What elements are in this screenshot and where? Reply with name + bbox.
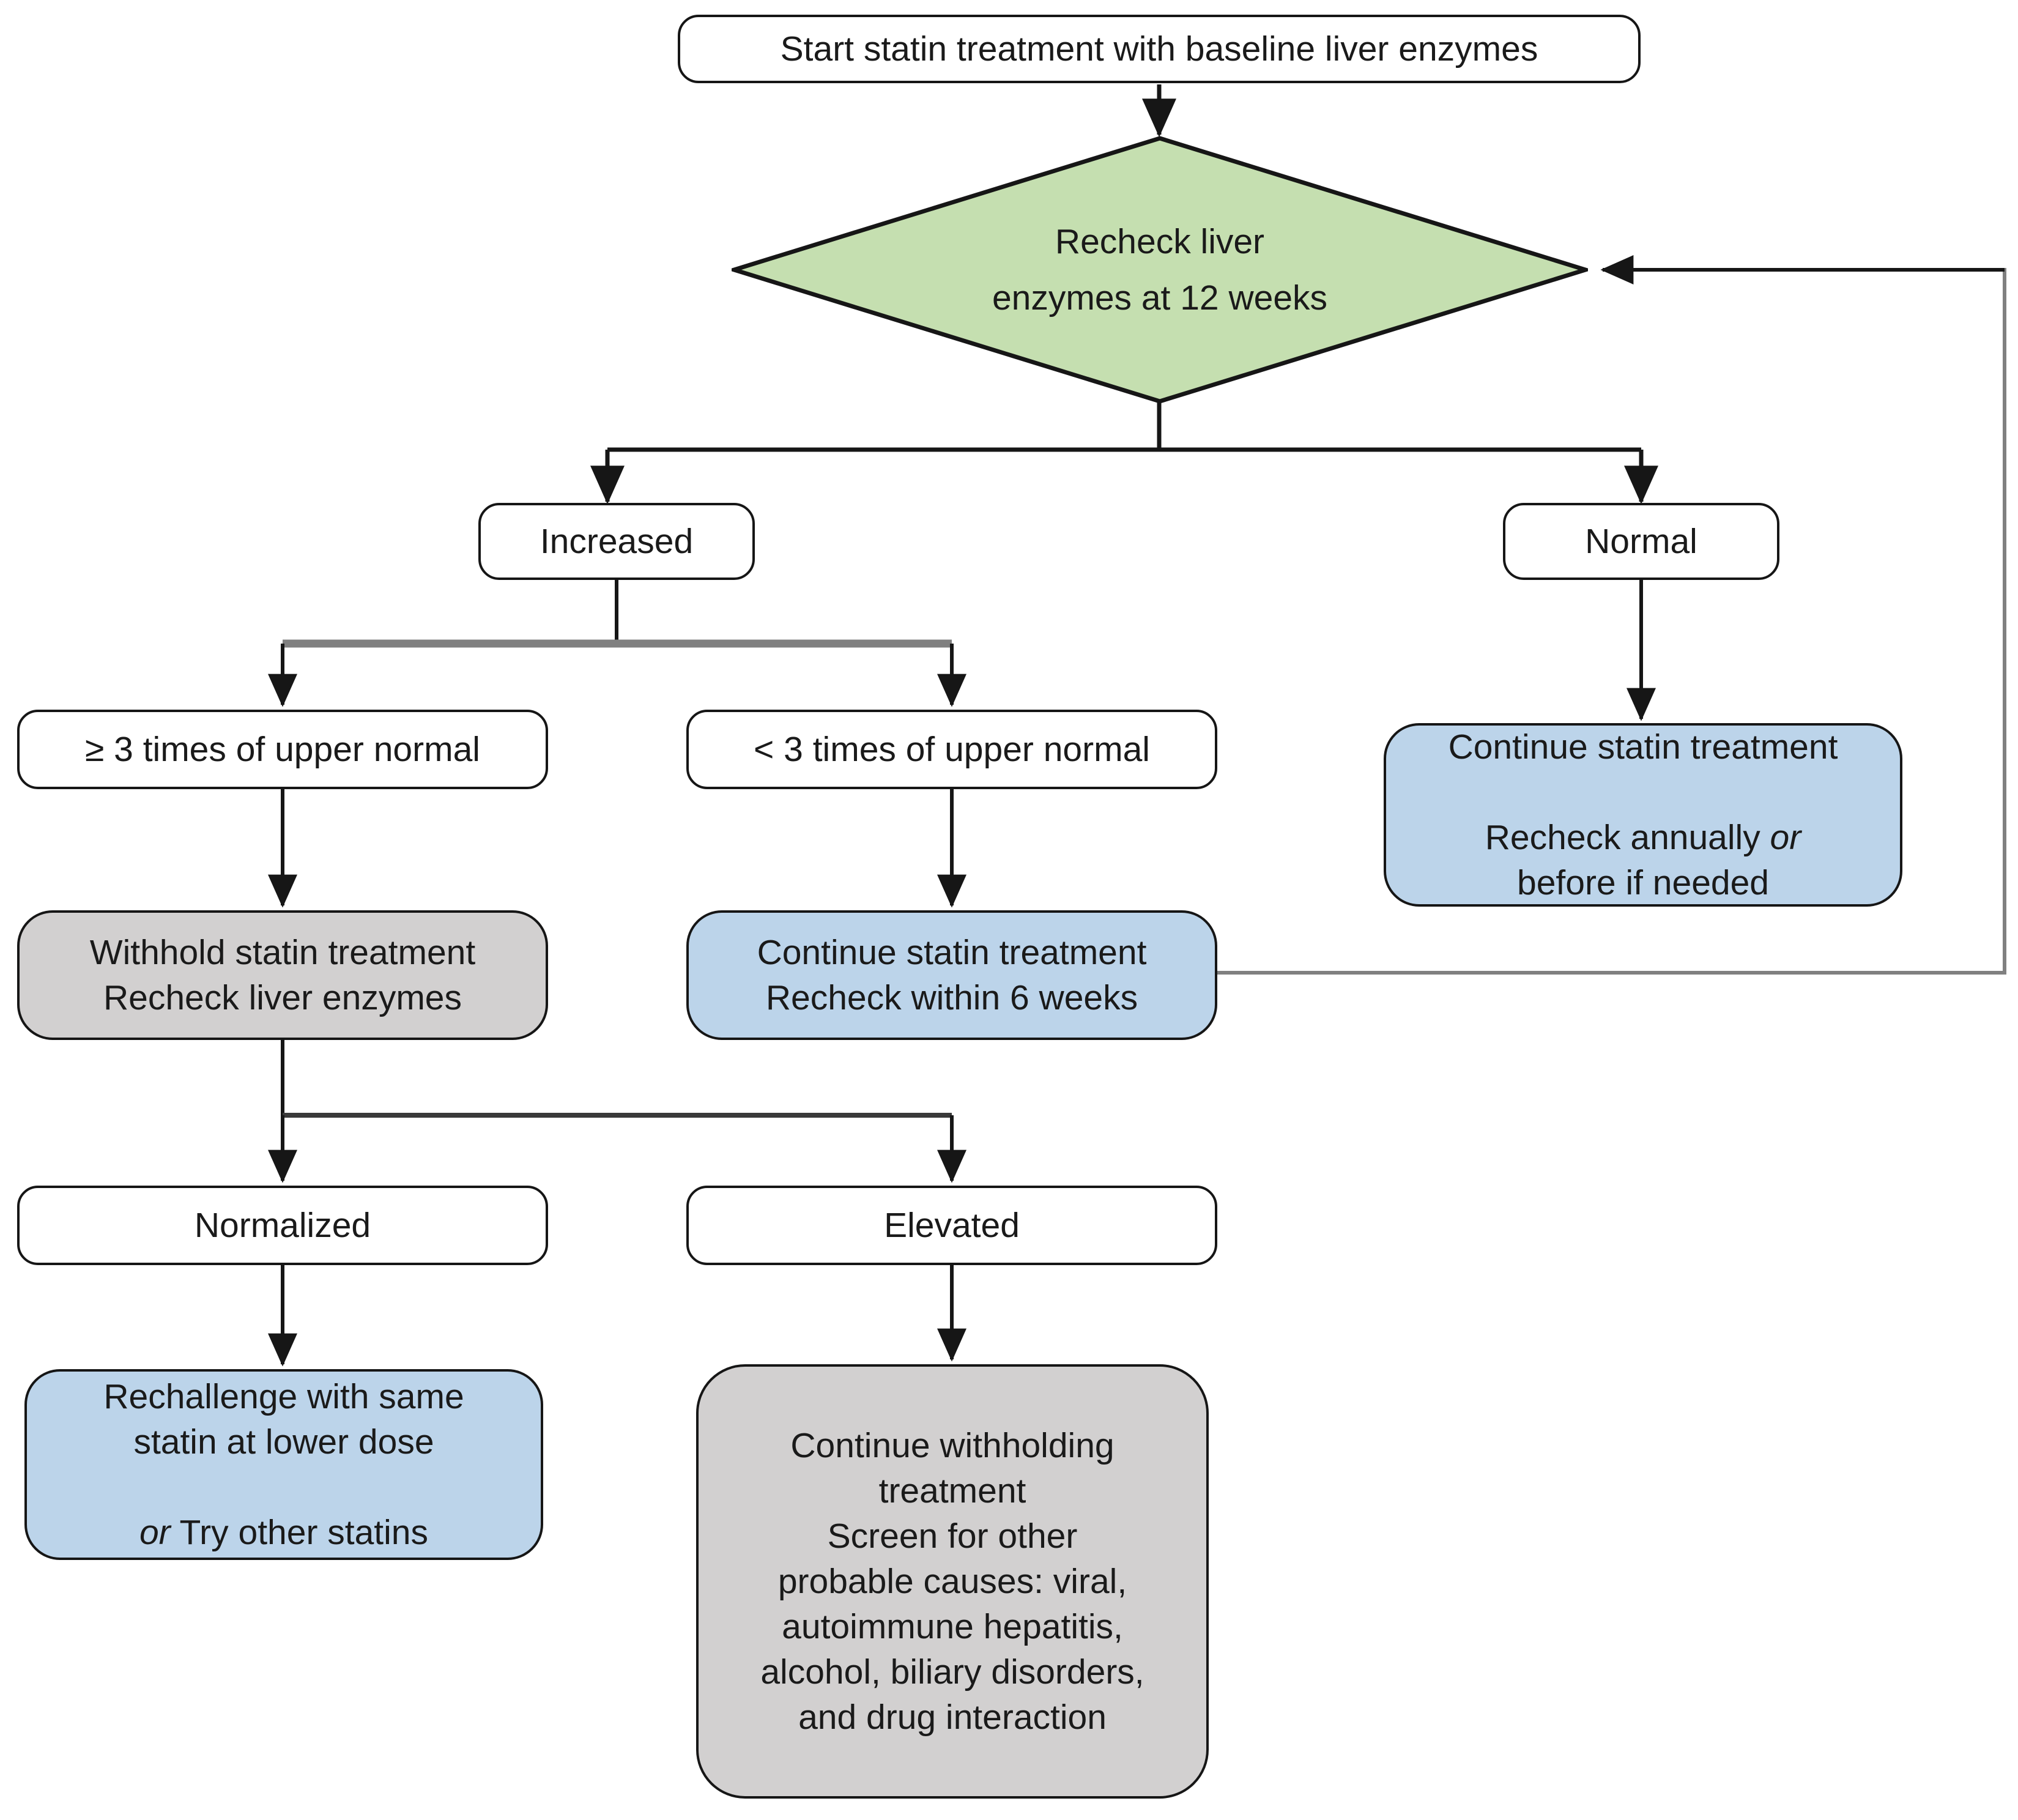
node-normalized[interactable]: Normalized — [17, 1186, 548, 1265]
node-elevated[interactable]: Elevated — [686, 1186, 1217, 1265]
node-continue-annually-line1: Continue statin treatment — [1448, 727, 1838, 767]
node-lt3x-label: < 3 times of upper normal — [754, 729, 1150, 769]
node-continue-withholding-label: Continue withholding treatment Screen fo… — [760, 1425, 1144, 1737]
node-rechallenge-line1: Rechallenge with same — [103, 1376, 464, 1416]
node-increased[interactable]: Increased — [478, 503, 755, 580]
node-normal-label: Normal — [1585, 521, 1697, 561]
node-continue-6weeks-label: Continue statin treatment Recheck within… — [757, 932, 1147, 1017]
node-normalized-label: Normalized — [194, 1205, 371, 1245]
node-increased-label: Increased — [540, 521, 694, 561]
node-continue-annually-line2: Recheck annually or — [1485, 770, 1801, 860]
node-recheck-decision-label: Recheck liver enzymes at 12 weeks — [992, 221, 1328, 318]
node-start-label: Start statin treatment with baseline liv… — [780, 29, 1538, 69]
node-ge3x-label: ≥ 3 times of upper normal — [85, 729, 480, 769]
node-rechallenge-line2: statin at lower dose — [133, 1422, 434, 1462]
node-elevated-label: Elevated — [884, 1205, 1020, 1245]
node-start[interactable]: Start statin treatment with baseline liv… — [678, 15, 1641, 83]
node-ge3x[interactable]: ≥ 3 times of upper normal — [17, 710, 548, 789]
node-continue-annually[interactable]: Continue statin treatment Recheck annual… — [1384, 723, 1902, 907]
rechallenge-line3-rest: Try other statins — [170, 1513, 428, 1553]
node-rechallenge[interactable]: Rechallenge with same statin at lower do… — [24, 1369, 543, 1560]
continue-annually-line2-pre: Recheck annually — [1485, 818, 1770, 857]
node-rechallenge-line3: or Try other statins — [139, 1465, 428, 1555]
rechallenge-line3-italic: or — [139, 1513, 171, 1553]
node-continue-annually-line3: before if needed — [1517, 863, 1769, 903]
diamond-shape — [732, 136, 1588, 404]
node-lt3x[interactable]: < 3 times of upper normal — [686, 710, 1217, 789]
node-continue-6weeks[interactable]: Continue statin treatment Recheck within… — [686, 910, 1217, 1040]
node-recheck-decision[interactable]: Recheck liver enzymes at 12 weeks — [732, 136, 1588, 404]
node-normal[interactable]: Normal — [1503, 503, 1779, 580]
continue-annually-line2-italic: or — [1770, 818, 1801, 857]
node-withhold[interactable]: Withhold statin treatment Recheck liver … — [17, 910, 548, 1040]
node-withhold-label: Withhold statin treatment Recheck liver … — [89, 932, 476, 1017]
node-continue-withholding[interactable]: Continue withholding treatment Screen fo… — [696, 1364, 1209, 1799]
